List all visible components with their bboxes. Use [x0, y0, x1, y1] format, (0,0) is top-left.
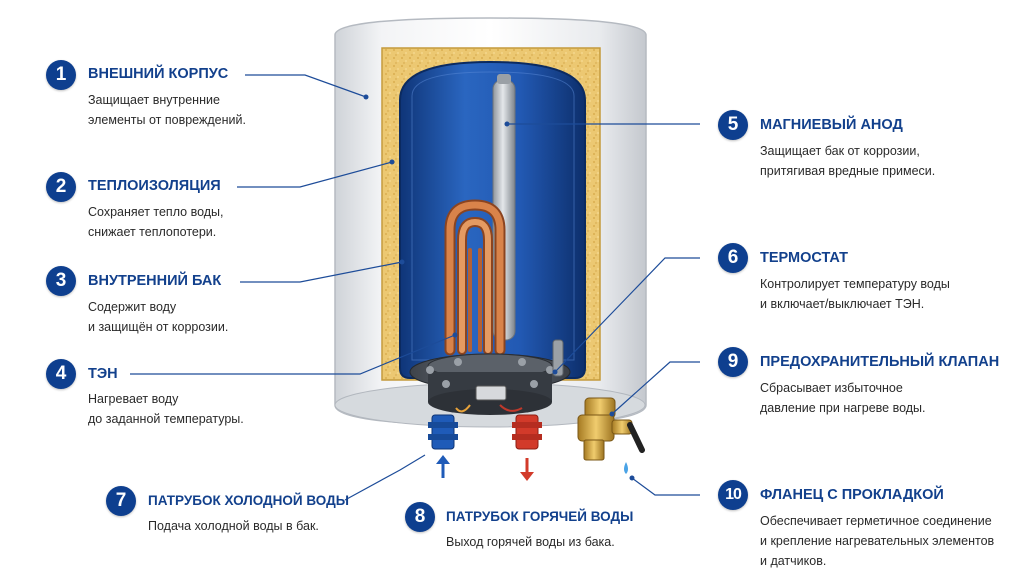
callout-desc-line-1: Подача холодной воды в бак. [148, 519, 319, 533]
callout-number: 1 [46, 60, 76, 90]
callout-title: ПАТРУБОК ГОРЯЧЕЙ ВОДЫ [446, 509, 634, 524]
callout-desc-line-1: Защищает внутренние [88, 93, 220, 107]
callout-desc-line-2: элементы от повреждений. [88, 113, 246, 127]
callout-desc-line-1: Сбрасывает избыточное [760, 381, 903, 395]
callout-number: 6 [718, 243, 748, 273]
callout-number: 5 [718, 110, 748, 140]
callout-desc-line-1: Сохраняет тепло воды, [88, 205, 224, 219]
callout-number: 7 [106, 486, 136, 516]
callout-title: ТЕРМОСТАТ [760, 250, 849, 266]
callout-desc-line-1: Выход горячей воды из бака. [446, 535, 615, 549]
flange-assembly [409, 353, 571, 415]
callout-number: 2 [46, 172, 76, 202]
callout-number: 3 [46, 266, 76, 296]
callout-desc-line-2: и защищён от коррозии. [88, 320, 229, 334]
callout-desc-line-2: и крепление нагревательных элементов [760, 534, 995, 548]
callout-title: МАГНИЕВЫЙ АНОД [760, 117, 903, 133]
callout-desc-line-2: снижает теплопотери. [88, 225, 217, 239]
hot-water-outlet [512, 414, 542, 481]
callout-title: ВНУТРЕННИЙ БАК [88, 273, 222, 289]
heating-element [444, 199, 506, 356]
callout-desc-line-3: и датчиков. [760, 554, 827, 568]
callout-title: ПАТРУБОК ХОЛОДНОЙ ВОДЫ [148, 493, 349, 508]
callout-desc-line-1: Защищает бак от коррозии, [760, 144, 920, 158]
callout-title: ВНЕШНИЙ КОРПУС [88, 66, 229, 82]
callout-desc-line-1: Содержит воду [88, 300, 177, 314]
callout-desc-line-2: давление при нагреве воды. [760, 401, 926, 415]
callout-desc-line-2: до заданной температуры. [88, 412, 244, 426]
safety-valve [577, 397, 645, 474]
callout-title: ФЛАНЕЦ С ПРОКЛАДКОЙ [760, 487, 944, 503]
callout-title: ТЕПЛОИЗОЛЯЦИЯ [88, 178, 221, 194]
callout-desc-line-1: Обеспечивает герметичное соединение [760, 514, 992, 528]
callout-desc-line-2: притягивая вредные примеси. [760, 164, 936, 178]
leader-lines [130, 74, 700, 501]
callout-number: 4 [46, 359, 76, 389]
callout-number: 8 [405, 502, 435, 532]
callout-number: 9 [718, 347, 748, 377]
cold-water-inlet [428, 414, 458, 478]
callout-title: ПРЕДОХРАНИТЕЛЬНЫЙ КЛАПАН [760, 354, 1000, 370]
callout-desc-line-1: Контролирует температуру воды [760, 277, 950, 291]
callout-number: 10 [718, 480, 748, 510]
callout-title: ТЭН [88, 366, 118, 382]
callout-desc-line-2: и включает/выключает ТЭН. [760, 297, 925, 311]
callout-desc-line-1: Нагревает воду [88, 392, 179, 406]
